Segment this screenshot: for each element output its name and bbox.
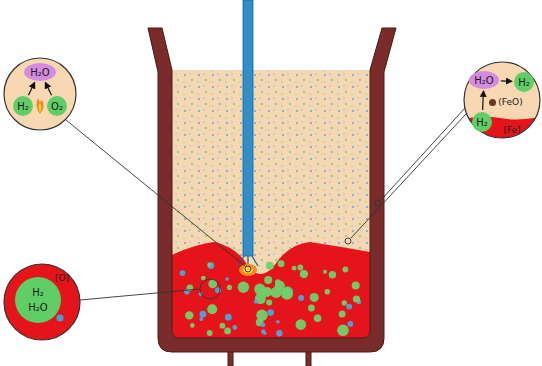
hydrogen-molecule: H₂ [472, 112, 492, 132]
oxygen-label: [O] [55, 273, 69, 284]
hydrogen-molecule: H₂ [13, 96, 33, 116]
formula-text: O₂ [51, 101, 63, 112]
hydrogen-molecule: H₂ [514, 72, 534, 92]
formula-text: H₂ [518, 77, 530, 88]
iron-oxide-particle: (FeO) [488, 95, 524, 109]
formula-text: (FeO) [498, 97, 522, 108]
formula-text: H₂O [28, 302, 47, 313]
reaction-arrow [482, 91, 484, 110]
water-molecule: H₂O [469, 71, 499, 89]
iron-label: [Fe] [503, 125, 520, 136]
particle-dot [489, 99, 496, 106]
formula-text: H₂ [17, 101, 29, 112]
water-molecule: H₂O [24, 63, 56, 81]
reaction-arrow [28, 83, 34, 96]
formula-text: H₂O [30, 67, 49, 78]
formula-text: H₂ [32, 287, 44, 298]
formula-text: H₂ [476, 117, 488, 128]
reaction-arrow [501, 80, 512, 82]
reaction-arrow [45, 83, 51, 96]
formula-text: H₂O [474, 75, 493, 86]
hydrogen-bubble: H₂ H₂O [15, 277, 61, 323]
oxygen-molecule: O₂ [47, 96, 67, 116]
